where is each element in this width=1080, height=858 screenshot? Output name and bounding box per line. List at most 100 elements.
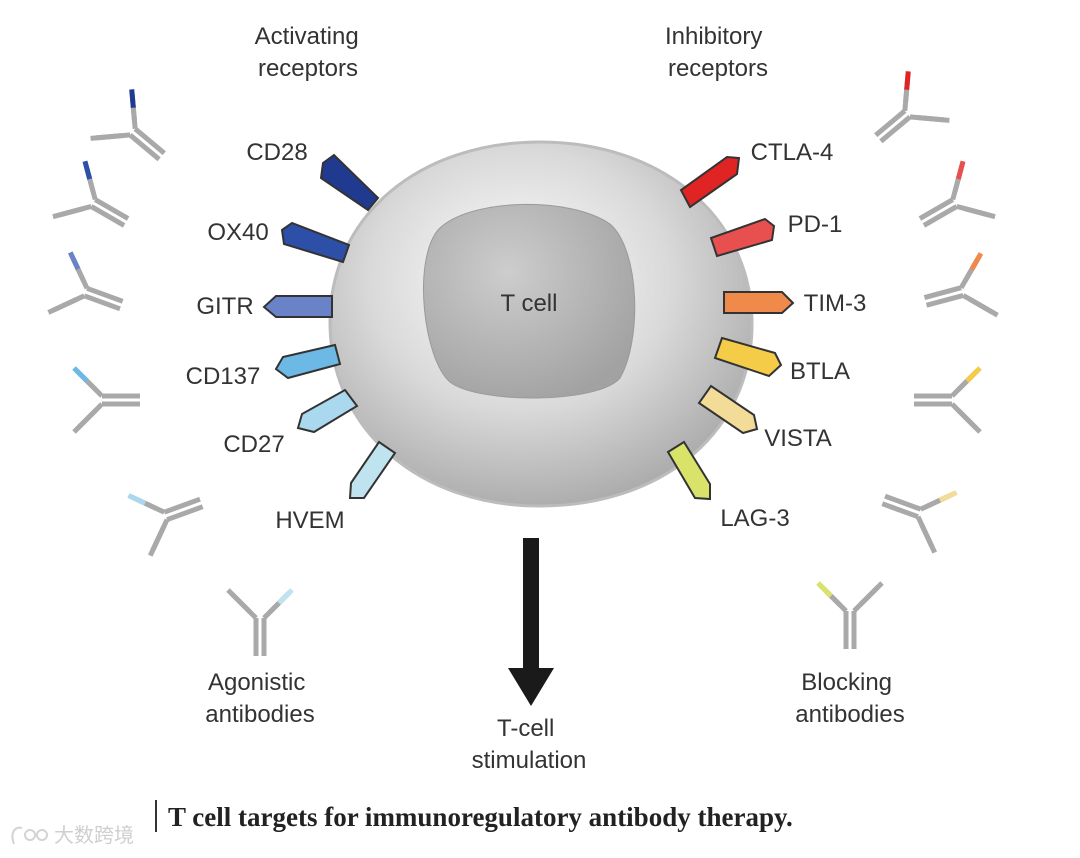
- antibody-binding-tip: [965, 372, 976, 383]
- antibody-binding-tip: [816, 581, 827, 592]
- agonistic-antibody: [52, 160, 130, 228]
- agonistic-antibodies-label: Agonistic antibodies: [205, 669, 314, 728]
- agonistic-antibody: [90, 89, 166, 162]
- antibody-chain: [881, 501, 919, 520]
- antibody-binding-tip: [72, 366, 83, 377]
- label-vista: VISTA: [764, 425, 832, 452]
- label-pd-1: PD-1: [788, 211, 843, 238]
- label-cd137: CD137: [186, 363, 261, 390]
- receptor-cd137: [274, 343, 342, 380]
- blocking-antibodies-label: Blocking antibodies: [795, 669, 904, 728]
- agonistic-antibody: [72, 366, 140, 434]
- activating-heading-line2: receptors: [258, 55, 358, 82]
- inhibitory-heading-line1: Inhibitory: [665, 23, 762, 50]
- receptor-tim-3: [723, 291, 795, 314]
- antibody-chain: [93, 197, 130, 221]
- antibody-binding-tip: [135, 496, 147, 506]
- label-cd28: CD28: [246, 139, 307, 166]
- blocking-antibodies: [816, 71, 999, 649]
- blocking-antibody: [874, 71, 950, 144]
- antibody-binding-tip: [958, 160, 966, 172]
- agonistic-line2: antibodies: [205, 701, 314, 728]
- antibody-binding-tip: [82, 160, 90, 172]
- blocking-antibody: [918, 160, 996, 228]
- blocking-antibody: [923, 252, 999, 318]
- receptor-gitr: [262, 295, 333, 318]
- antibody-chain: [148, 526, 166, 557]
- receptor-vista: [697, 384, 759, 435]
- label-ox40: OX40: [207, 219, 268, 246]
- antibody-binding-tip: [127, 493, 139, 502]
- stimulation-label: T-cell stimulation: [472, 715, 587, 774]
- label-lag-3: LAG-3: [720, 505, 789, 532]
- antibody-binding-tip: [277, 594, 288, 605]
- antibody-chain: [922, 204, 959, 228]
- antibody-chain: [89, 204, 126, 228]
- antibody-binding-tip: [84, 168, 93, 180]
- blocking-antibody: [914, 366, 982, 434]
- arrow-shaft: [523, 538, 539, 670]
- antibody-chain: [52, 206, 84, 220]
- cell-label: T cell: [501, 290, 558, 317]
- activating-receptors-heading: Activating receptors: [255, 23, 366, 82]
- stimulation-line1: T-cell: [497, 715, 554, 742]
- antibody-chain: [879, 115, 912, 144]
- antibody-chain: [72, 408, 98, 434]
- antibody-chain: [226, 588, 252, 614]
- receptor-btla: [713, 336, 783, 378]
- antibody-chain: [163, 496, 201, 515]
- stimulation-line2: stimulation: [472, 747, 587, 774]
- inhibitory-heading-line2: receptors: [668, 55, 768, 82]
- inhibitory-receptors-heading: Inhibitory receptors: [665, 23, 769, 82]
- antibody-binding-tip: [904, 79, 911, 90]
- antibody-chain: [919, 523, 937, 554]
- t-cell: T cell: [328, 140, 754, 508]
- antibody-binding-tip: [283, 588, 294, 599]
- antibody-chain: [923, 285, 962, 300]
- antibody-chain: [128, 133, 161, 162]
- receptor-lag-3: [666, 440, 711, 501]
- antibody-binding-tip: [904, 71, 911, 82]
- label-gitr: GITR: [196, 293, 253, 320]
- watermark: 大数跨境: [11, 823, 134, 847]
- antibody-chain: [83, 293, 121, 312]
- antibody-binding-tip: [955, 168, 964, 180]
- arrow-head: [508, 668, 554, 706]
- nucleus: [423, 204, 636, 399]
- antibody-chain: [858, 581, 884, 607]
- antibody-binding-tip: [971, 366, 982, 377]
- antibody-binding-tip: [938, 493, 950, 503]
- antibody-chain: [925, 293, 964, 308]
- antibody-binding-tip: [129, 89, 136, 100]
- activating-receptors: CD28 OX40 GITR CD137 CD27 HVEM: [186, 139, 397, 534]
- blocking-antibody: [881, 490, 958, 554]
- figure-caption: T cell targets for immunoregulatory anti…: [168, 802, 793, 832]
- agonistic-antibodies: [47, 89, 294, 656]
- receptor-cd28: [319, 153, 380, 212]
- antibody-chain: [166, 504, 204, 523]
- agonistic-line1: Agonistic: [208, 669, 305, 696]
- antibody-chain: [918, 197, 955, 221]
- label-hvem: HVEM: [275, 507, 344, 534]
- antibody-chain: [956, 408, 982, 434]
- antibody-binding-tip: [946, 490, 958, 499]
- antibody-chain: [969, 297, 999, 318]
- receptor-hvem: [348, 440, 397, 499]
- activating-heading-line1: Activating: [255, 23, 359, 50]
- antibody-chain: [964, 206, 996, 220]
- label-btla: BTLA: [790, 358, 850, 385]
- antibody-chain: [874, 108, 907, 138]
- antibody-binding-tip: [822, 587, 833, 598]
- blocking-antibody: [816, 581, 884, 649]
- watermark-text: 大数跨境: [54, 823, 134, 847]
- antibody-binding-tip: [68, 251, 77, 263]
- label-ctla-4: CTLA-4: [751, 139, 834, 166]
- antibody-chain: [133, 126, 166, 156]
- blocking-line2: antibodies: [795, 701, 904, 728]
- agonistic-antibody: [226, 588, 294, 656]
- agonistic-antibody: [47, 251, 124, 315]
- antibody-binding-tip: [969, 259, 979, 271]
- inhibitory-receptors: CTLA-4 PD-1 TIM-3 BTLA VISTA LAG-3: [666, 139, 866, 532]
- blocking-line1: Blocking: [801, 669, 892, 696]
